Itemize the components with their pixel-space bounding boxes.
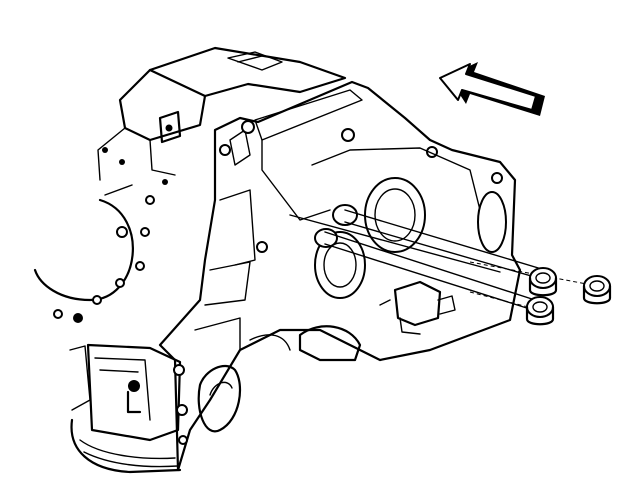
plug-lower bbox=[525, 296, 555, 326]
front-cover bbox=[158, 80, 522, 472]
direction-arrow bbox=[439, 62, 545, 116]
seal-plugs bbox=[525, 267, 612, 326]
engine-block bbox=[33, 46, 347, 474]
plug-upper bbox=[528, 267, 558, 297]
cover-bolts bbox=[289, 209, 593, 311]
plug-right bbox=[582, 275, 612, 305]
